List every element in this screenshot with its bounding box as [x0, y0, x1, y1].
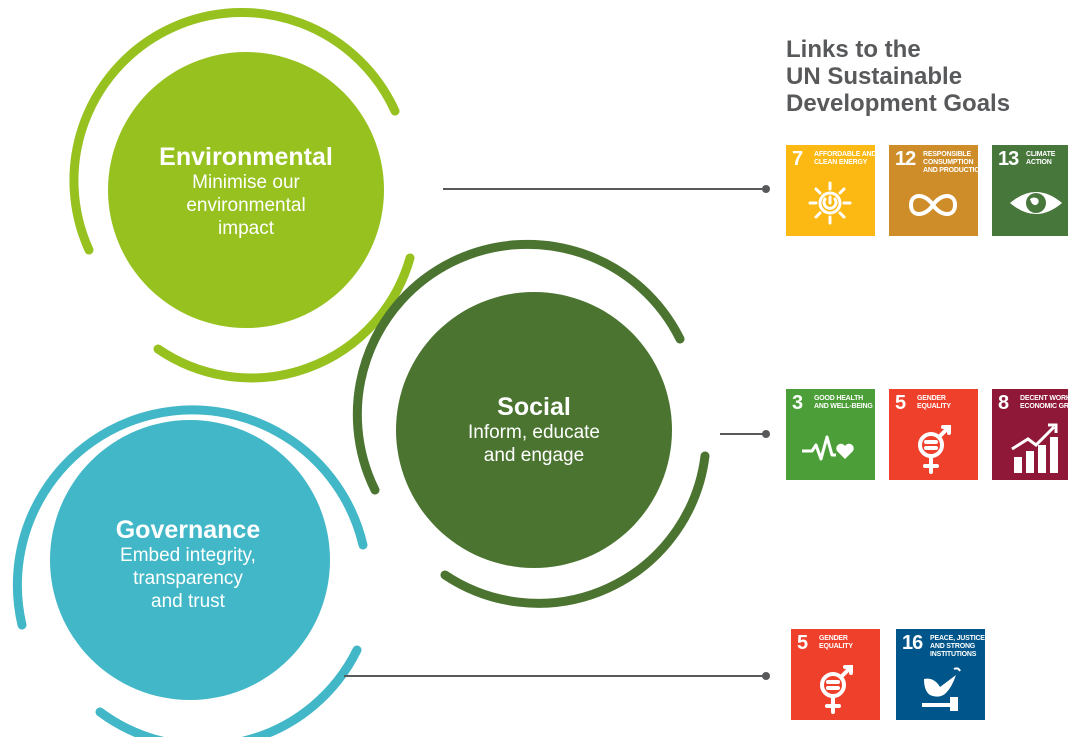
sdg-label: CLIMATE ACTION: [1026, 151, 1056, 166]
environmental-ring: [69, 7, 400, 255]
sdg-number: 13: [998, 148, 1019, 170]
eye-globe-icon: [1010, 192, 1062, 214]
environmental-subtitle-line-3: impact: [218, 218, 274, 239]
sdg-number: 5: [895, 392, 906, 414]
sdg-label: GENDER EQUALITY: [819, 635, 853, 650]
governance-subtitle-line-1: Embed integrity,: [120, 545, 256, 566]
sdg-label: GENDER EQUALITY: [917, 395, 951, 410]
gender-equality-icon: [820, 665, 853, 714]
sdg-tile-8: 8 DECENT WORK AND ECONOMIC GROWTH: [992, 389, 1068, 480]
governance-connector-dot: [762, 672, 770, 680]
sdg-tile-5-governance: 5 GENDER EQUALITY: [791, 629, 880, 720]
environmental-title: Environmental: [159, 143, 333, 171]
social-ring-lower: [440, 451, 710, 608]
sdg-label: AFFORDABLE AND CLEAN ENERGY: [814, 151, 875, 166]
sdg-tile-3: 3 GOOD HEALTH AND WELL-BEING: [786, 389, 875, 480]
environmental-subtitle-line-1: Minimise our: [192, 172, 300, 193]
sdg-number: 8: [998, 392, 1009, 414]
governance-title: Governance: [115, 516, 261, 544]
sdg-number: 3: [792, 392, 803, 414]
social-title: Social: [497, 393, 571, 421]
sdg-number: 16: [902, 632, 923, 654]
sdg-tile-12: 12 RESPONSIBLE CONSUMPTION AND PRODUCTIO…: [889, 145, 978, 236]
governance-text: Governance Embed integrity, transparency…: [78, 516, 298, 613]
sdg-tile-7: 7 AFFORDABLE AND CLEAN ENERGY: [786, 145, 875, 236]
sdg-label: RESPONSIBLE CONSUMPTION AND PRODUCTION: [923, 151, 978, 174]
social-text: Social Inform, educate and engage: [434, 393, 634, 467]
sdg-heading-line-1: Links to the: [786, 36, 921, 63]
environmental-ring-lower: [153, 253, 415, 383]
governance-ring-lower: [95, 645, 362, 737]
sdg-heading: Links to the UN Sustainable Development …: [786, 36, 1066, 117]
governance-subtitle-line-3: and trust: [151, 591, 225, 612]
sdg-label: GOOD HEALTH AND WELL-BEING: [814, 395, 873, 410]
social-subtitle-line-1: Inform, educate: [467, 422, 601, 443]
environmental-connector-dot: [762, 185, 770, 193]
social-subtitle-line-2: and engage: [483, 445, 585, 466]
dove-gavel-icon: [922, 667, 961, 711]
governance-ring: [12, 405, 368, 630]
environmental-subtitle-line-2: environmental: [186, 195, 306, 216]
sdg-number: 12: [895, 148, 916, 170]
governance-subtitle-line-2: transparency: [133, 568, 243, 589]
sdg-number: 7: [792, 148, 803, 170]
infinity-icon: [908, 194, 958, 216]
social-circle: [396, 292, 672, 568]
sdg-label: DECENT WORK AND ECONOMIC GROWTH: [1020, 395, 1068, 410]
sdg-tile-16: 16 PEACE, JUSTICE AND STRONG INSTITUTION…: [896, 629, 985, 720]
sun-power-icon: [808, 181, 852, 225]
sdg-label: PEACE, JUSTICE AND STRONG INSTITUTIONS: [930, 635, 985, 658]
growth-chart-icon: [1011, 423, 1058, 473]
sdg-heading-line-2: UN Sustainable: [786, 63, 963, 90]
sdg-tile-13: 13 CLIMATE ACTION: [992, 145, 1068, 236]
gender-equality-icon: [918, 425, 951, 474]
governance-circle: [50, 420, 330, 700]
environmental-circle: [108, 52, 384, 328]
environmental-text: Environmental Minimise our environmental…: [146, 143, 346, 240]
sdg-number: 5: [797, 632, 808, 654]
social-connector-dot: [762, 430, 770, 438]
sdg-tile-5: 5 GENDER EQUALITY: [889, 389, 978, 480]
social-ring: [352, 239, 685, 495]
heartbeat-icon: [802, 435, 854, 461]
sdg-heading-line-3: Development Goals: [786, 90, 1011, 117]
